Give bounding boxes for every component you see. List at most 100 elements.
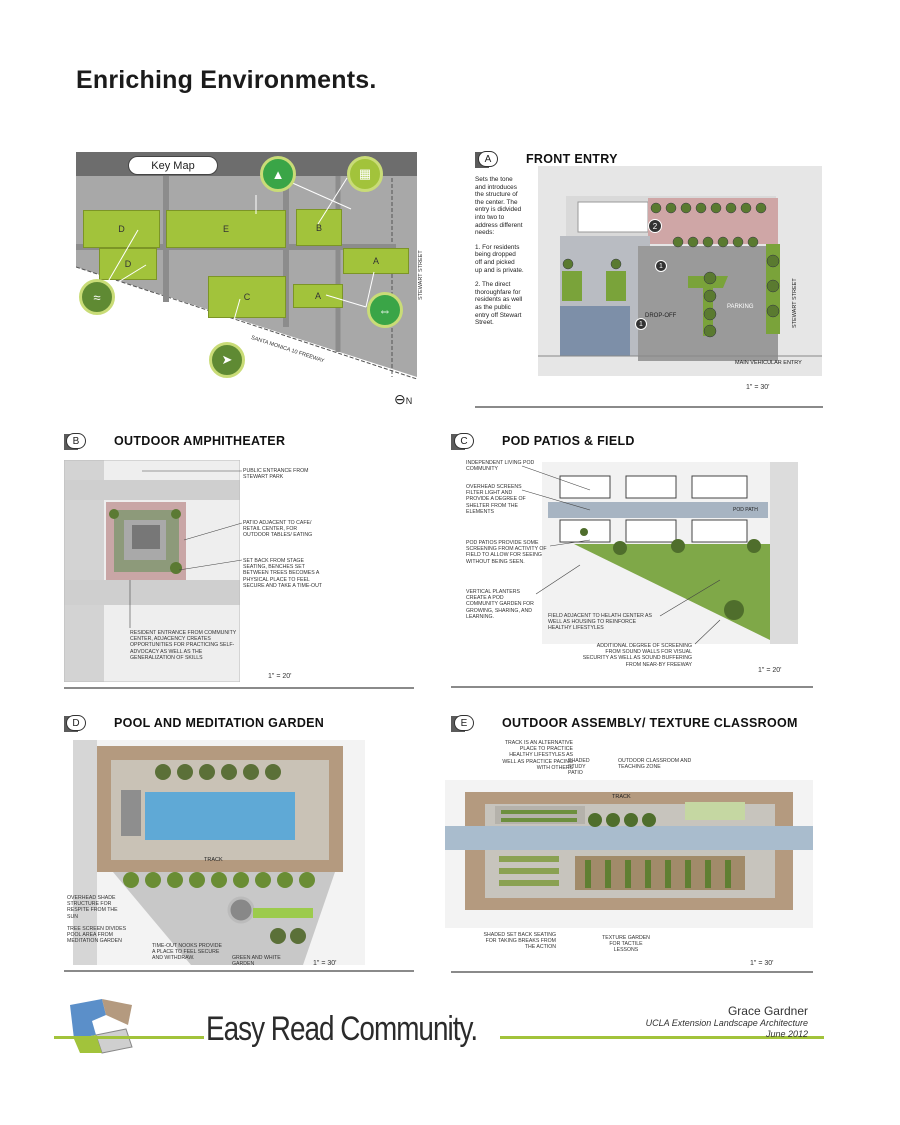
vertical-planters-note: VERTICAL PLANTERS CREATE A POD COMMUNITY…: [466, 589, 534, 620]
panel-b-header: B OUTDOOR AMPHITHEATER: [66, 433, 285, 449]
date: June 2012: [765, 1029, 808, 1039]
panel-c-letter: C: [454, 433, 474, 449]
zone-label: A: [372, 256, 379, 266]
key-map-label: Key Map: [128, 156, 218, 175]
page-title: Enriching Environments.: [76, 66, 377, 94]
panel-d-header: D POOL AND MEDITATION GARDEN: [66, 715, 324, 731]
zone-label: D: [118, 224, 125, 234]
panel-d-scale: 1" = 30': [313, 960, 337, 967]
desc-line: and introduces: [475, 183, 517, 191]
desc-line: into two to: [475, 213, 505, 221]
green-white-note: GREEN AND WHITE GARDEN: [232, 955, 281, 968]
panel-d-title: POOL AND MEDITATION GARDEN: [114, 716, 325, 730]
panel-a-letter: A: [478, 151, 498, 167]
desc-line: up and is private.: [475, 266, 524, 274]
desc-line: entry off Stewart: [475, 311, 522, 319]
desc-line: Street.: [475, 319, 494, 327]
panel-d-letter: D: [66, 715, 86, 731]
desc-line: Sets the tone: [475, 176, 513, 183]
north-arrow-icon: ⊖: [394, 391, 406, 407]
set-back-note: SET BACK FROM STAGE SEATING, BENCHES SET…: [243, 558, 322, 589]
zone-label: C: [243, 292, 251, 302]
desc-line: the structure of: [475, 191, 518, 199]
panel-c-title: POD PATIOS & FIELD: [502, 434, 635, 448]
texture-garden-note: TEXTURE GARDEN FOR TACTILE LESSONS: [602, 935, 650, 954]
building-icon: ▦: [347, 156, 383, 192]
panel-a-description: Sets the tone and introduces the structu…: [475, 176, 539, 327]
marker-1-number: 1: [659, 262, 663, 270]
desc-line: as the public: [475, 303, 511, 311]
panel-a-scale: 1" = 30': [746, 384, 770, 391]
trees-people-icon: ▲: [260, 156, 296, 192]
desc-line: needs:: [475, 229, 495, 237]
shaded-patio-note: SHADED STUDY PATIO: [568, 758, 590, 777]
zone-label: A: [314, 291, 321, 301]
panel-c-rule: [451, 686, 813, 688]
zone-a-right: A: [343, 248, 409, 274]
independent-living-note: INDEPENDENT LIVING POD COMMUNITY: [466, 460, 535, 473]
key-map-leaders: [101, 177, 375, 349]
amphitheater-plan: [64, 460, 240, 682]
desc-line: residents as well: [475, 296, 523, 304]
field-note: FIELD ADJACENT TO HELATH CENTER AS WELL …: [548, 613, 652, 632]
shaded-seating-note: SHADED SET BACK SEATING FOR TAKING BREAK…: [483, 932, 556, 951]
panel-b-letter: B: [66, 433, 86, 449]
track-note: TRACK IS AN ALTERNATIVE PLACE TO PRACTIC…: [502, 740, 573, 771]
overhead-screens-note: OVERHEAD SCREENS FILTER LIGHT AND PROVID…: [466, 484, 526, 515]
resident-entrance-note: RESIDENT ENTRANCE FROM COMMUNITY CENTER,…: [130, 630, 237, 661]
panel-a-title: FRONT ENTRY: [526, 152, 618, 166]
panel-b-leaders: [129, 470, 243, 628]
footer-accent-left: [54, 1036, 204, 1039]
parking-label: PARKING: [727, 304, 754, 310]
panel-c-header: C POD PATIOS & FIELD: [454, 433, 635, 449]
panel-e-letter: E: [454, 715, 474, 731]
zone-c: C: [208, 276, 286, 318]
overhead-shade-note: OVERHEAD SHADE STRUCTURE FOR RESPITE FRO…: [67, 895, 118, 920]
time-out-note: TIME-OUT NOOKS PROVIDE A PLACE TO FEEL S…: [152, 943, 222, 962]
patio-note: PATIO ADJACENT TO CAFE/ RETAIL CENTER, F…: [243, 520, 313, 539]
track-label-e: TRACK: [612, 794, 631, 800]
panel-a-header: A FRONT ENTRY: [478, 151, 618, 167]
marker-1-top: 1: [655, 260, 667, 272]
desc-line: 1. For residents: [475, 243, 520, 251]
drop-off-label: DROP-OFF: [645, 313, 677, 319]
zone-d-upper: D: [83, 210, 160, 248]
panel-b-rule: [64, 687, 414, 689]
desc-line: 2. The direct: [475, 281, 511, 289]
pod-patios-plan: [542, 462, 798, 644]
panel-d-rule: [64, 970, 414, 972]
desc-line: being dropped: [475, 251, 516, 259]
track-label-d: TRACK: [204, 857, 223, 863]
pod-path-label: POD PATH: [733, 507, 758, 513]
footer-accent-right: [500, 1036, 824, 1039]
panel-b-title: OUTDOOR AMPHITHEATER: [114, 434, 286, 448]
zone-label: B: [315, 222, 322, 233]
outdoor-classroom-note: OUTDOOR CLASSROOM AND TEACHING ZONE: [618, 758, 692, 771]
desc-line: thoroughfare for: [475, 288, 521, 296]
zone-e: E: [166, 210, 286, 248]
desc-line: entry is didvided: [475, 206, 522, 214]
zone-a-left: A: [293, 284, 343, 308]
stewart-street-label: STEWART STREET: [792, 278, 798, 328]
tree-screen-note: TREE SCREEN DIVIDES POOL AREA FROM MEDIT…: [67, 926, 127, 945]
arrows-icon: ⇔: [367, 292, 403, 328]
marker-1-bottom: 1: [635, 318, 647, 330]
pod-patios-note: POD PATIOS PROVIDE SOME SCREENING FROM A…: [466, 540, 547, 565]
author-name: Grace Gardner: [727, 1004, 808, 1018]
program-name: UCLA Extension Landscape Architecture: [645, 1018, 808, 1028]
additional-screening-note: ADDITIONAL DEGREE OF SCREENING FROM SOUN…: [582, 643, 692, 668]
marker-1-number: 1: [639, 320, 643, 328]
panel-e-title: OUTDOOR ASSEMBLY/ TEXTURE CLASSROOM: [502, 716, 798, 730]
panel-e-rule: [451, 971, 813, 973]
pool-garden-plan: [73, 740, 365, 965]
zone-label: E: [222, 224, 229, 234]
panel-a-rule: [475, 406, 823, 408]
swimmer-icon: ≈: [79, 279, 115, 315]
assembly-classroom-plan: [445, 780, 813, 928]
zone-d-lower: D: [99, 248, 157, 280]
public-entrance-note: PUBLIC ENTRANCE FROM STEWART PARK: [243, 468, 309, 481]
marker-2: 2: [648, 219, 662, 233]
north-arrow: ⊖N: [394, 391, 412, 408]
puzzle-logo-icon: [70, 999, 133, 1054]
desc-line: address different: [475, 221, 523, 229]
